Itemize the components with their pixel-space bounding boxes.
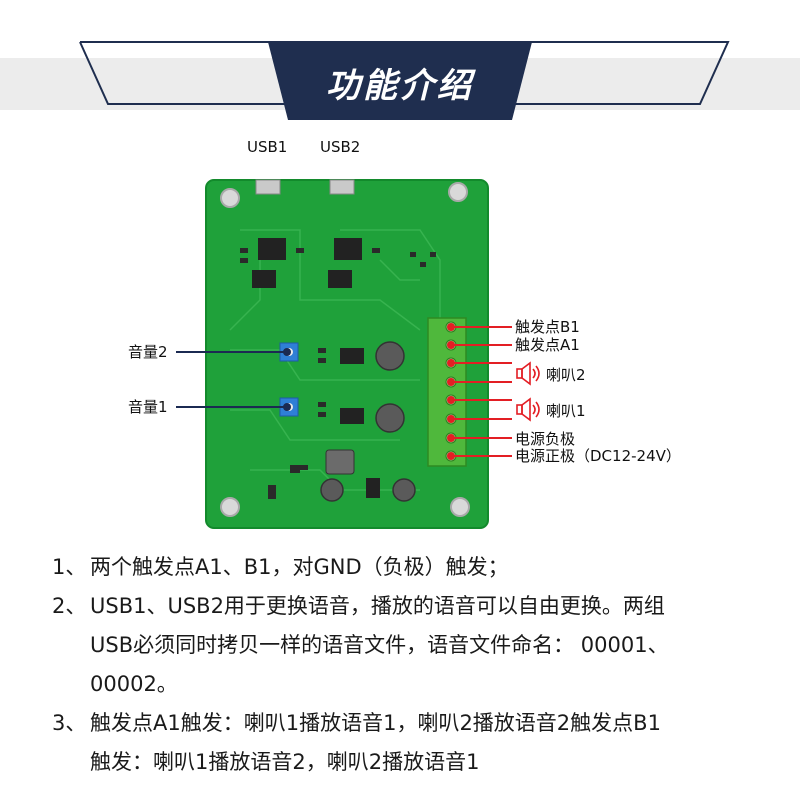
inductor — [325, 449, 355, 475]
description-line: USB必须同时拷贝一样的语音文件，语音文件命名： 00001、 — [90, 633, 669, 657]
description-line: 触发：喇叭1播放语音2，喇叭2播放语音1 — [90, 750, 480, 774]
chips — [252, 238, 380, 498]
terminal-label-power-negative: 电源负极 — [515, 430, 576, 448]
banner-title-block — [268, 42, 532, 120]
banner — [0, 41, 800, 120]
terminal-label-trigger-a1: 触发点A1 — [515, 336, 580, 354]
description: 1、 两个触发点A1、B1，对GND（负极）触发； 2、 USB1、USB2用于… — [52, 548, 772, 782]
terminal-pointers — [447, 323, 512, 460]
mount-holes — [220, 182, 470, 517]
description-line: 两个触发点A1、B1，对GND（负极）触发； — [90, 555, 509, 579]
speaker-icon — [516, 361, 540, 386]
capacitors — [320, 341, 416, 502]
usb1-label: USB1 — [247, 138, 288, 156]
description-number: 1、 — [52, 555, 87, 579]
volume-pointers — [176, 348, 291, 411]
terminal-label-trigger-b1: 触发点B1 — [515, 318, 580, 336]
terminal-label-speaker2: 喇叭2 — [546, 366, 586, 384]
small-components — [240, 248, 436, 499]
board-illustration — [176, 179, 540, 529]
description-line: 触发点A1触发：喇叭1播放语音1，喇叭2播放语音2触发点B1 — [90, 711, 661, 735]
description-item: 3、 触发点A1触发：喇叭1播放语音1，喇叭2播放语音2触发点B1 触发：喇叭1… — [52, 704, 772, 782]
banner-title: 功能介绍 — [326, 65, 474, 106]
volume1-label: 音量1 — [128, 398, 168, 416]
terminal-label-power-positive: 电源正极（DC12-24V） — [515, 447, 681, 465]
pcb-traces — [229, 229, 441, 491]
description-line: 00002。 — [90, 672, 178, 696]
terminal-label-speaker1: 喇叭1 — [546, 402, 586, 420]
description-line: USB1、USB2用于更换语音，播放的语音可以自由更换。两组 — [90, 594, 665, 618]
usb1-port — [255, 179, 281, 195]
usb2-port — [329, 179, 355, 195]
description-item: 1、 两个触发点A1、B1，对GND（负极）触发； — [52, 548, 772, 587]
terminal-block — [427, 317, 467, 467]
description-number: 3、 — [52, 711, 87, 735]
description-item: 2、 USB1、USB2用于更换语音，播放的语音可以自由更换。两组 USB必须同… — [52, 587, 772, 704]
usb2-label: USB2 — [320, 138, 361, 156]
speaker-icon — [516, 397, 540, 422]
volume2-label: 音量2 — [128, 343, 168, 361]
description-number: 2、 — [52, 594, 87, 618]
